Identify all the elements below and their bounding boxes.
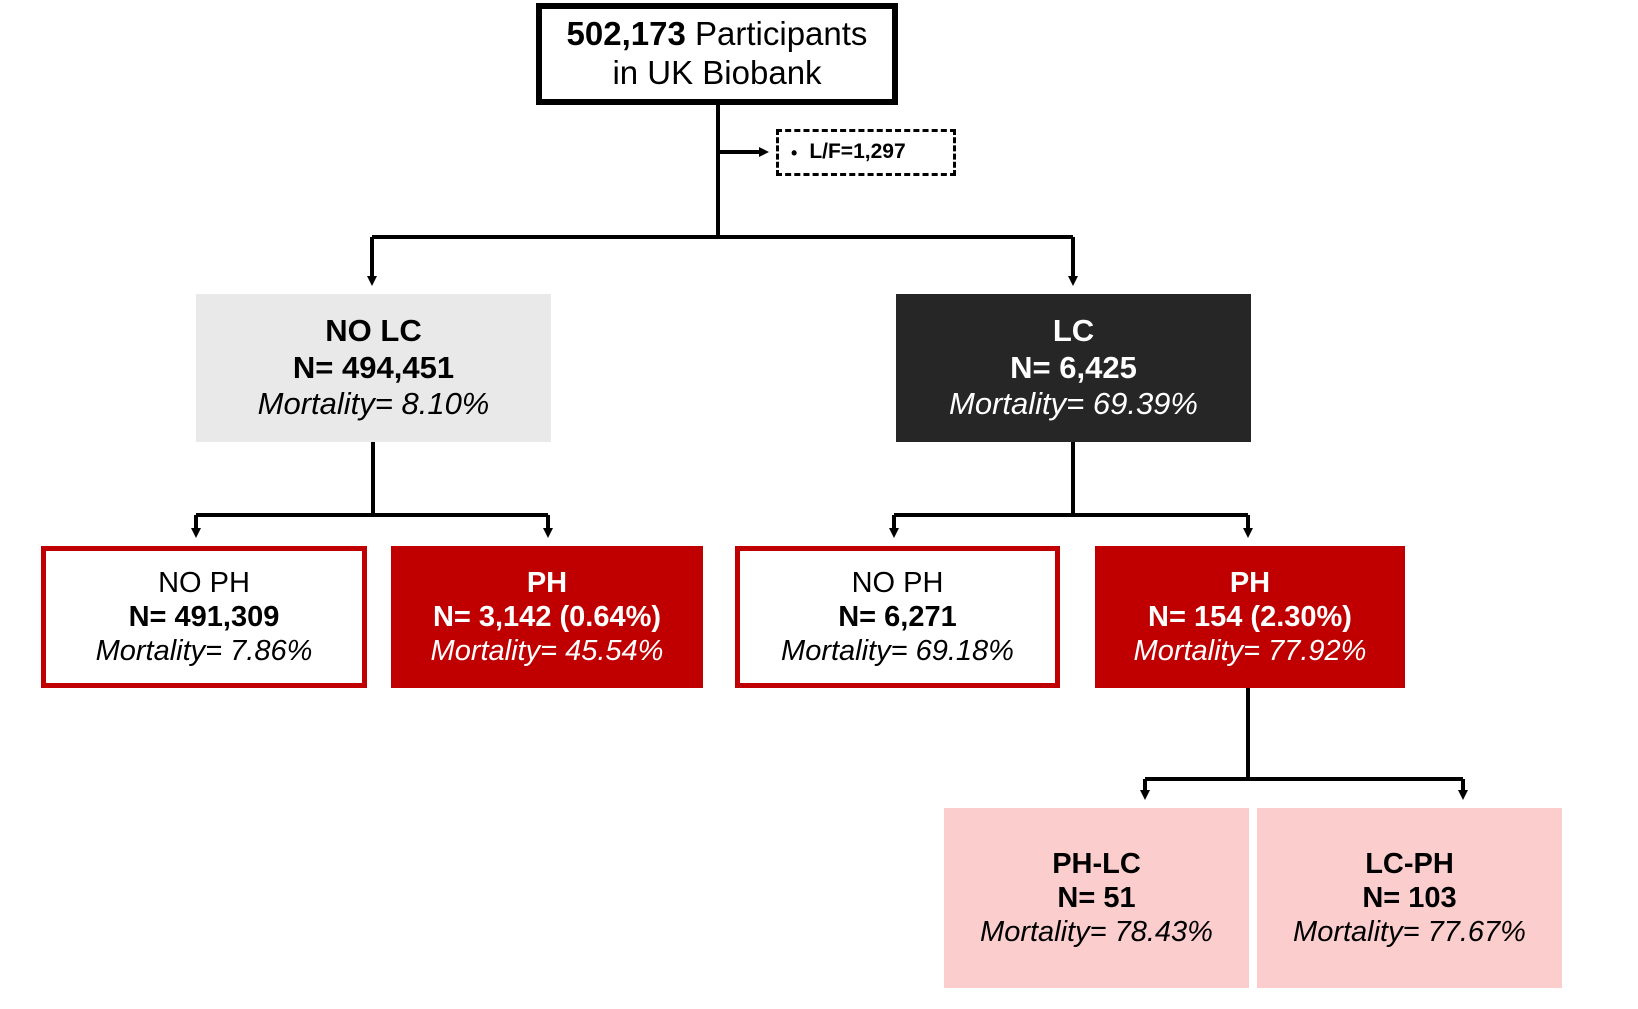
ph-lc-count: N= 51: [1057, 881, 1136, 914]
node-no-lc-ph[interactable]: PH N= 3,142 (0.64%) Mortality= 45.54%: [391, 546, 703, 688]
lc-ph-leaf-count: N= 103: [1362, 881, 1457, 914]
no-lc-ph-mortality: Mortality= 45.54%: [430, 635, 664, 668]
lc-count: N= 6,425: [1010, 349, 1137, 385]
lc-no-ph-count: N= 6,271: [838, 600, 957, 633]
no-lc-ph-count: N= 3,142 (0.64%): [432, 600, 662, 633]
no-lc-no-ph-title: NO PH: [158, 566, 250, 599]
node-lost-to-followup[interactable]: • L/F=1,297: [776, 129, 956, 176]
root-line2: in UK Biobank: [612, 54, 822, 91]
lc-no-ph-mortality: Mortality= 69.18%: [781, 635, 1014, 668]
lc-no-ph-title: NO PH: [851, 566, 944, 599]
lc-title: LC: [1052, 313, 1095, 349]
no-lc-ph-title: PH: [526, 566, 568, 599]
lc-ph-count: N= 154 (2.30%): [1148, 600, 1352, 633]
node-lc-ph-leaf[interactable]: LC-PH N= 103 Mortality= 77.67%: [1257, 808, 1562, 988]
node-no-lc-no-ph[interactable]: NO PH N= 491,309 Mortality= 7.86%: [41, 546, 367, 688]
no-lc-no-ph-mortality: Mortality= 7.86%: [95, 635, 313, 668]
lc-ph-title: PH: [1229, 566, 1271, 599]
lc-mortality: Mortality= 69.39%: [949, 386, 1198, 422]
node-lc[interactable]: LC N= 6,425 Mortality= 69.39%: [896, 294, 1251, 442]
node-lc-no-ph[interactable]: NO PH N= 6,271 Mortality= 69.18%: [735, 546, 1060, 688]
ph-lc-mortality: Mortality= 78.43%: [980, 916, 1213, 949]
node-root-participants[interactable]: 502,173 Participants in UK Biobank: [536, 3, 898, 105]
lc-ph-mortality: Mortality= 77.92%: [1133, 635, 1367, 668]
no-lc-no-ph-count: N= 491,309: [128, 600, 280, 633]
bullet-icon: •: [791, 142, 798, 163]
root-count: 502,173: [566, 15, 686, 53]
lc-ph-leaf-mortality: Mortality= 77.67%: [1293, 916, 1526, 949]
node-ph-lc[interactable]: PH-LC N= 51 Mortality= 78.43%: [944, 808, 1249, 988]
node-no-lc[interactable]: NO LC N= 494,451 Mortality= 8.10%: [196, 294, 551, 442]
node-lc-ph[interactable]: PH N= 154 (2.30%) Mortality= 77.92%: [1095, 546, 1405, 688]
no-lc-mortality: Mortality= 8.10%: [257, 386, 490, 422]
no-lc-title: NO LC: [325, 313, 422, 349]
lost-to-followup-label: L/F=1,297: [809, 140, 906, 164]
ph-lc-title: PH-LC: [1052, 847, 1141, 880]
root-line1-rest: Participants: [685, 15, 868, 53]
no-lc-count: N= 494,451: [292, 349, 455, 385]
root-line1: 502,173 Participants: [567, 15, 868, 54]
lc-ph-leaf-title: LC-PH: [1365, 847, 1454, 880]
